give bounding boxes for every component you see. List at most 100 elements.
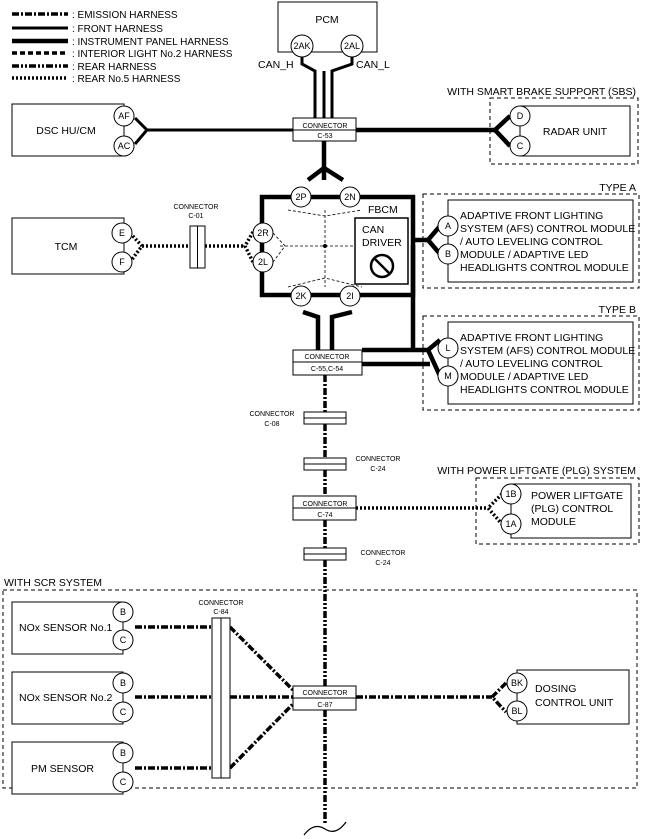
legend-interior-light-label: : INTERIOR LIGHT No.2 HARNESS (72, 49, 233, 60)
svg-text:L: L (445, 343, 450, 353)
svg-text:CONNECTOR: CONNECTOR (303, 501, 348, 508)
svg-text:CONNECTOR: CONNECTOR (199, 600, 244, 607)
svg-text:2AL: 2AL (344, 41, 360, 51)
nox1-pin-b (112, 601, 134, 623)
afs-a-pin-b (437, 243, 459, 265)
fbcm-pin-2k (290, 285, 312, 307)
wire-fbcm-2i (329, 309, 353, 350)
pm-pin-c (112, 771, 134, 793)
connector-c08: CONNECTOR C-08 (250, 411, 347, 428)
wire-pcm-canl (330, 52, 354, 118)
wire-plg-pins (485, 492, 504, 526)
pcm-module: PCM 2AK 2AL CAN_H CAN_L (258, 1, 390, 71)
connector-c53: CONNECTOR C-53 (292, 117, 357, 142)
afs-type-b-group: TYPE B ADAPTIVE FRONT LIGHTING SYSTEM (A… (422, 304, 640, 411)
nox-sensor-1: NOx SENSOR No.1 B C (11, 601, 134, 655)
svg-text:C: C (517, 141, 524, 151)
legend-emission-label: : EMISSION HARNESS (72, 10, 178, 21)
wire-afs-a-pins (425, 224, 442, 256)
fbcm-pin-2l (252, 251, 274, 273)
fbcm-pin-2i (339, 285, 361, 307)
svg-text:C-24: C-24 (375, 560, 390, 567)
tcm-module: TCM E F (11, 217, 133, 275)
dosing-pin-bl (506, 700, 528, 722)
pm-sensor: PM SENSOR B C (11, 741, 134, 795)
svg-text:/ AUTO LEVELING CONTROL: / AUTO LEVELING CONTROL (460, 236, 603, 248)
svg-text:C: C (120, 635, 127, 645)
wire-tcm-pins (128, 231, 145, 264)
svg-text:C-08: C-08 (264, 421, 279, 428)
svg-text:CONNECTOR: CONNECTOR (356, 456, 401, 463)
tcm-pin-f (111, 251, 133, 273)
type-a-label: TYPE A (599, 182, 636, 194)
svg-text:SYSTEM (AFS) CONTROL MODULE: SYSTEM (AFS) CONTROL MODULE (460, 223, 635, 235)
legend-rear5-label: : REAR No.5 HARNESS (72, 74, 181, 85)
sbs-group-label: WITH SMART BRAKE SUPPORT (SBS) (447, 86, 636, 98)
afs-a-module-box (447, 199, 634, 283)
wire-pcm-canh (300, 52, 317, 118)
svg-text:DRIVER: DRIVER (362, 237, 402, 249)
svg-text:B: B (445, 249, 451, 259)
svg-text:C-74: C-74 (317, 512, 332, 519)
svg-text:B: B (120, 748, 126, 758)
pm-pin-b (112, 742, 134, 764)
connector-c01: CONNECTOR C-01 (174, 204, 219, 269)
dsc-pin-ac (113, 135, 135, 157)
radar-group: WITH SMART BRAKE SUPPORT (SBS) RADAR UNI… (447, 86, 639, 165)
svg-text:CONNECTOR: CONNECTOR (174, 204, 219, 211)
wire-dsc-pins (133, 116, 150, 145)
wire-c84-c87-lower (228, 702, 295, 770)
svg-text:2I: 2I (346, 291, 354, 301)
svg-text:ADAPTIVE FRONT LIGHTING: ADAPTIVE FRONT LIGHTING (460, 332, 603, 344)
svg-text:HEADLIGHTS CONTROL MODULE: HEADLIGHTS CONTROL MODULE (460, 384, 629, 396)
svg-text:A: A (445, 221, 451, 231)
dsc-label: DSC HU/CM (36, 125, 96, 137)
svg-text:B: B (120, 678, 126, 688)
wire-fbcm-left-split (243, 231, 255, 263)
svg-text:ADAPTIVE FRONT LIGHTING: ADAPTIVE FRONT LIGHTING (460, 210, 603, 222)
svg-text:/ AUTO LEVELING CONTROL: / AUTO LEVELING CONTROL (460, 358, 603, 370)
svg-text:C-01: C-01 (188, 213, 203, 220)
svg-text:MODULE / ADAPTIVE LED: MODULE / ADAPTIVE LED (460, 371, 589, 383)
plg-group-label: WITH POWER LIFTGATE (PLG) SYSTEM (437, 465, 636, 477)
dsc-pin-af (113, 105, 135, 127)
plg-pin-1a (500, 513, 522, 535)
fbcm-label: FBCM (368, 204, 398, 216)
pcm-pin-2al (340, 34, 364, 58)
svg-text:C-87: C-87 (317, 702, 332, 709)
tcm-label: TCM (55, 241, 78, 253)
nox1-label: NOx SENSOR No.1 (19, 622, 113, 634)
radar-unit-box (519, 105, 631, 157)
svg-text:AC: AC (118, 141, 131, 151)
svg-text:CONTROL UNIT: CONTROL UNIT (535, 697, 614, 709)
fbcm-pin-2p (290, 186, 312, 208)
dosing-pin-bk (506, 672, 528, 694)
svg-text:2K: 2K (295, 291, 306, 301)
dsc-module: DSC HU/CM AF AC (11, 103, 135, 157)
svg-text:CAN: CAN (362, 224, 384, 236)
svg-text:D: D (517, 111, 524, 121)
radar-label: RADAR UNIT (543, 126, 608, 138)
svg-text:2N: 2N (344, 192, 356, 202)
type-b-label: TYPE B (599, 304, 636, 316)
nox2-label: NOx SENSOR No.2 (19, 692, 113, 704)
svg-text:2AK: 2AK (293, 41, 310, 51)
wire-break-symbol (303, 821, 347, 836)
svg-text:2R: 2R (257, 228, 269, 238)
pm-label: PM SENSOR (31, 763, 94, 775)
wire-c84-c87-upper (228, 625, 295, 692)
connector-c87: CONNECTOR C-87 (292, 685, 357, 711)
svg-text:MODULE: MODULE (531, 516, 576, 528)
svg-text:C: C (120, 707, 127, 717)
wire-radar-pins (491, 114, 512, 148)
afs-b-pin-l (437, 337, 459, 359)
nox2-pin-b (112, 672, 134, 694)
plg-module-box (510, 483, 632, 539)
svg-text:CONNECTOR: CONNECTOR (303, 123, 348, 130)
dosing-control-unit: DOSING CONTROL UNIT BK BL (506, 669, 630, 725)
svg-text:E: E (119, 228, 125, 238)
svg-text:(PLG) CONTROL: (PLG) CONTROL (531, 503, 613, 515)
svg-text:CONNECTOR: CONNECTOR (361, 550, 406, 557)
fbcm-pin-2r (252, 222, 274, 244)
afs-b-module-box (447, 321, 634, 405)
